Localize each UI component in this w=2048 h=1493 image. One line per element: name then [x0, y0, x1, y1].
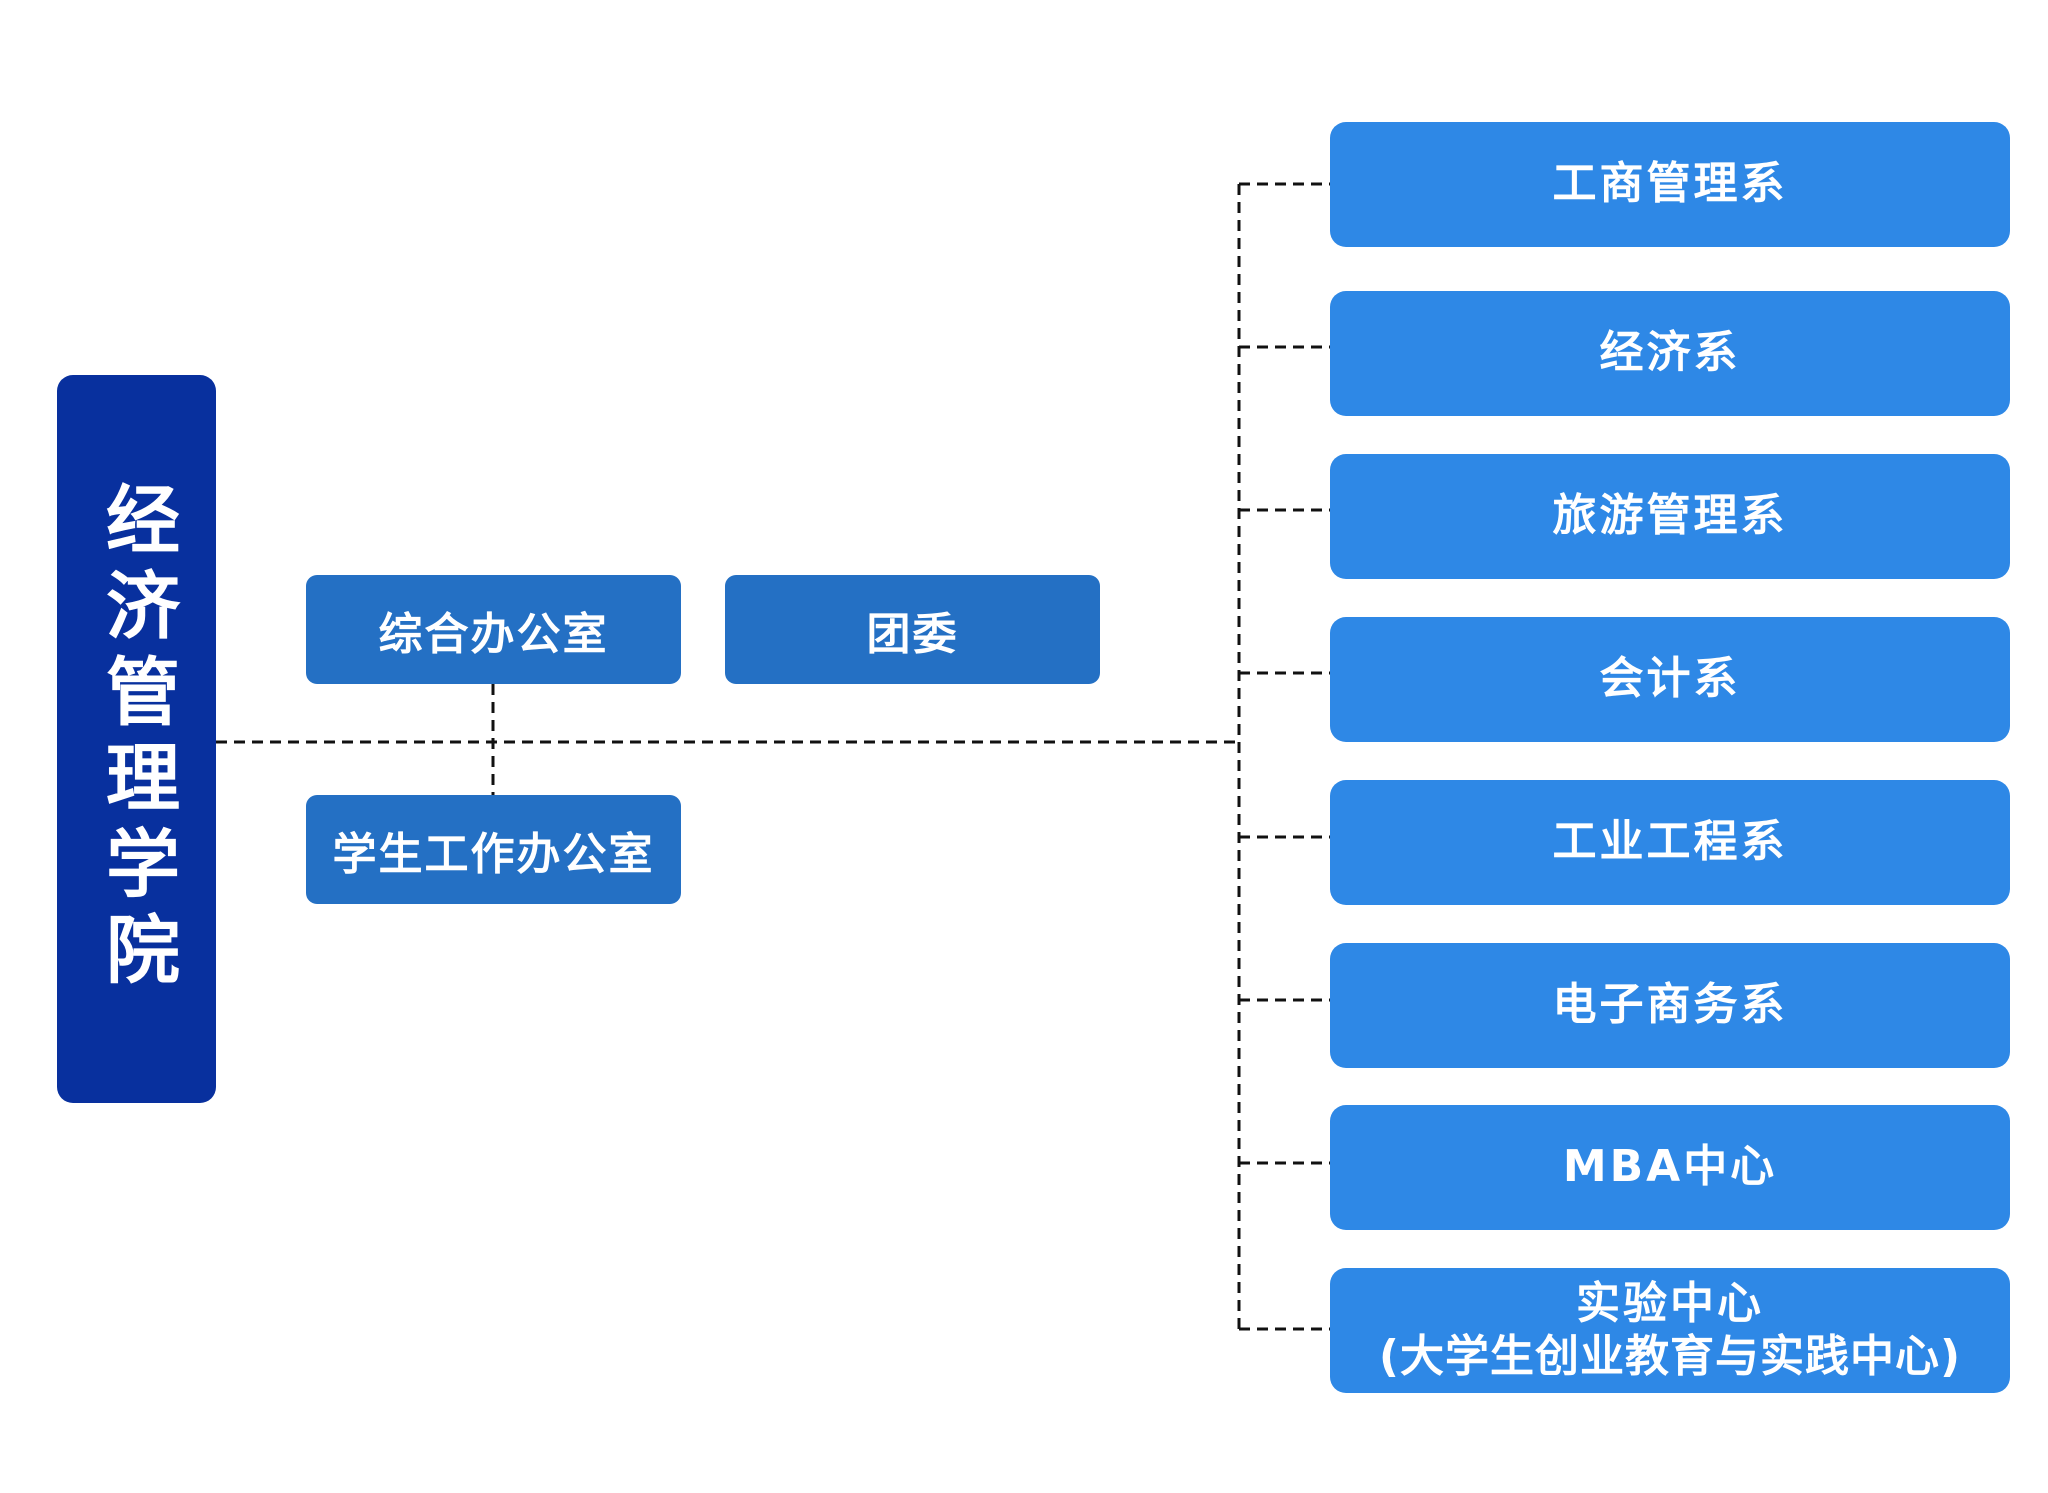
- youth-league-committee-box: 团委: [725, 575, 1100, 684]
- youth-league-committee-label: 团委: [866, 608, 959, 660]
- root-node-label: 经济管理学院: [93, 481, 180, 997]
- department-label: MBA中心: [1562, 1141, 1778, 1193]
- department-box-experiment-center: 实验中心 (大学生创业教育与实践中心): [1330, 1268, 2010, 1393]
- department-label: 电子商务系: [1552, 979, 1788, 1031]
- department-label: 工业工程系: [1552, 816, 1788, 868]
- department-box-business-administration: 工商管理系: [1330, 122, 2010, 247]
- student-affairs-office-label: 学生工作办公室: [332, 828, 655, 880]
- department-sublabel: (大学生创业教育与实践中心): [1378, 1330, 1962, 1382]
- department-box-e-commerce: 电子商务系: [1330, 943, 2010, 1068]
- department-label: 旅游管理系: [1552, 490, 1788, 542]
- general-office-label: 综合办公室: [378, 608, 609, 660]
- department-label: 工商管理系: [1552, 158, 1788, 210]
- department-box-mba-center: MBA中心: [1330, 1105, 2010, 1230]
- root-node-box: 经济管理学院: [57, 375, 216, 1103]
- department-box-industrial-engineering: 工业工程系: [1330, 780, 2010, 905]
- student-affairs-office-box: 学生工作办公室: [306, 795, 681, 904]
- department-label: 实验中心: [1576, 1277, 1764, 1329]
- department-label: 会计系: [1599, 653, 1741, 705]
- department-label: 经济系: [1599, 327, 1741, 379]
- department-box-accounting: 会计系: [1330, 617, 2010, 742]
- department-box-economics: 经济系: [1330, 291, 2010, 416]
- department-box-tourism-management: 旅游管理系: [1330, 454, 2010, 579]
- general-office-box: 综合办公室: [306, 575, 681, 684]
